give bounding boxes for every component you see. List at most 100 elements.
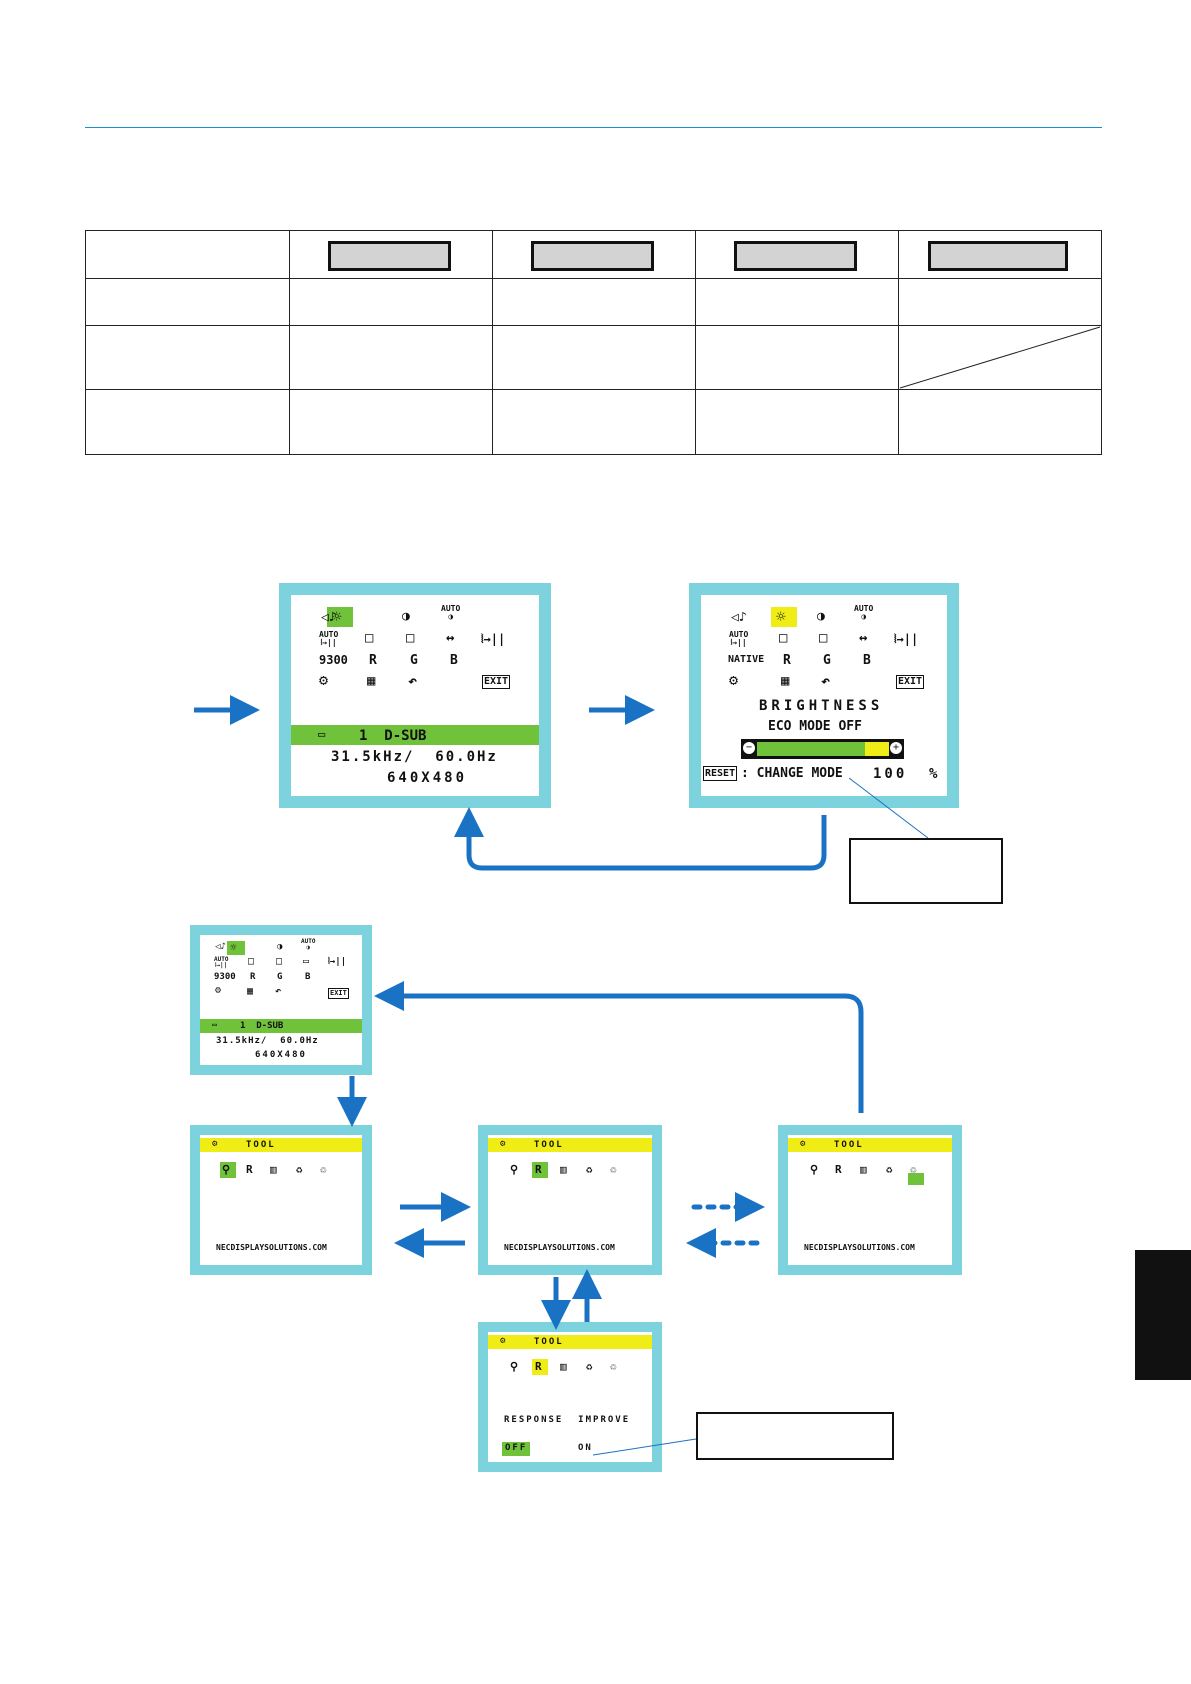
response-improve-icon: R — [535, 1360, 542, 1373]
callout-line-brightness — [848, 777, 929, 839]
tool-header-bar — [200, 1138, 362, 1152]
off-option[interactable]: OFF — [505, 1443, 528, 1453]
tool-icon: ⚙ — [729, 671, 739, 689]
color-temp-icon: 9300 — [214, 972, 236, 982]
dsub-connector-icon: ▭ — [212, 1020, 217, 1029]
tool-header: TOOL — [246, 1140, 276, 1150]
keycap-1 — [328, 241, 451, 271]
down-up-icon: □ — [276, 956, 283, 967]
left-right-icon: □ — [779, 630, 788, 646]
keycap-2 — [531, 241, 654, 271]
website-url: NECDISPLAYSOLUTIONS.COM — [504, 1243, 615, 1252]
osd-tool-screen-3: ⚙ TOOL ⚲ R ▥ ♻ ♲ NECDISPLAYSOLUTIONS.COM — [778, 1125, 962, 1275]
color-native-icon: NATIVE — [728, 654, 765, 665]
tool-header: TOOL — [834, 1140, 864, 1150]
header-rule — [85, 127, 1102, 128]
down-up-icon: □ — [406, 630, 415, 646]
expansion-icon: ⚲ — [510, 1163, 519, 1176]
red-icon: R — [369, 653, 377, 668]
plus-icon: + — [890, 742, 902, 754]
osd-brightness-screen: ◁♪ ☼ ◑ AUTO◑ AUTO⦚→|| □ □ ↔ ⦚→|| NATIVE … — [689, 583, 959, 808]
auto-contrast-icon: AUTO◑ — [854, 604, 874, 621]
tool-header: TOOL — [534, 1140, 564, 1150]
osd-main-screen: ◁♪ ☼ ◑ AUTO◑ AUTO⦚→|| □ □ ↔ ⦚→|| 9300 R … — [279, 583, 551, 808]
green-icon: G — [823, 653, 831, 668]
contrast-icon: ◑ — [817, 609, 825, 624]
input-bar — [200, 1019, 362, 1033]
change-mode-text: : CHANGE MODE — [741, 766, 843, 781]
response-improve-icon: R — [246, 1163, 253, 1176]
callout-box-response — [696, 1412, 894, 1460]
tool-header-bar — [788, 1138, 952, 1152]
eco-icon: ♻ — [586, 1360, 593, 1373]
controls-table — [85, 230, 1102, 455]
osd-icon: ▦ — [367, 673, 376, 689]
callout-line-response — [592, 1438, 697, 1456]
auto-adjust-icon: AUTO⦚→|| — [214, 956, 229, 969]
red-icon: R — [250, 972, 256, 982]
exit-icon: EXIT — [328, 988, 349, 999]
input-label: 1 D-SUB — [359, 728, 427, 744]
factory-preset-icon: ↶ — [821, 672, 831, 690]
tool-icon: ⚙ — [500, 1139, 506, 1149]
brightness-icon: ☼ — [230, 941, 237, 954]
osd-response-screen: ⚙ TOOL ⚲ R ▥ ♻ ♲ RESPONSE IMPROVE OFF ON — [478, 1322, 662, 1472]
selected-highlight — [220, 1162, 236, 1178]
website-url: NECDISPLAYSOLUTIONS.COM — [804, 1243, 915, 1252]
h-size-icon: ↔ — [446, 630, 455, 646]
off-highlight — [502, 1442, 530, 1456]
response-improve-label: RESPONSE IMPROVE — [504, 1415, 631, 1425]
tool-icon: ⚙ — [500, 1336, 506, 1346]
resolution-text: 640X480 — [255, 1050, 307, 1060]
frequency-text: 31.5kHz/ 60.0Hz — [216, 1036, 319, 1046]
frequency-text: 31.5kHz/ 60.0Hz — [331, 749, 498, 765]
carbon-icon: ♲ — [320, 1163, 327, 1176]
blue-icon: B — [863, 653, 871, 668]
tool-icon: ⚙ — [215, 985, 222, 996]
keycap-4 — [928, 241, 1068, 271]
carbon-icon: ♲ — [610, 1360, 617, 1373]
tool-icon: ⚙ — [319, 671, 329, 689]
brightness-value: 100 — [873, 766, 908, 782]
arrow-return-to-main — [374, 981, 864, 1113]
tool-icon: ⚙ — [800, 1139, 806, 1149]
auto-contrast-icon: AUTO◑ — [301, 938, 316, 951]
osd-tool-screen-2: ⚙ TOOL ⚲ R ▥ ♻ ♲ NECDISPLAYSOLUTIONS.COM — [478, 1125, 662, 1275]
signal-info-icon: ▥ — [270, 1163, 277, 1176]
blue-icon: B — [450, 653, 458, 668]
down-up-icon: □ — [819, 630, 828, 646]
response-improve-icon: R — [535, 1163, 542, 1176]
cell-diagonal — [899, 326, 1101, 389]
left-right-icon: □ — [365, 630, 374, 646]
expansion-icon: ⚲ — [810, 1163, 819, 1176]
brightness-icon: ☼ — [332, 607, 342, 626]
resolution-text: 640X480 — [387, 770, 468, 786]
tool-header-bar — [488, 1138, 652, 1152]
eco-mode-text: ECO MODE OFF — [768, 719, 862, 734]
brightness-highlight — [227, 941, 245, 955]
minus-icon: − — [743, 742, 755, 754]
carbon-icon: ♲ — [910, 1163, 917, 1176]
website-url: NECDISPLAYSOLUTIONS.COM — [216, 1243, 327, 1252]
on-option[interactable]: ON — [578, 1443, 593, 1453]
blue-icon: B — [305, 972, 311, 982]
osd-icon: ▦ — [781, 673, 790, 689]
auto-contrast-icon: AUTO◑ — [441, 604, 461, 621]
osd-icon: ▦ — [247, 986, 254, 997]
selected-highlight — [532, 1162, 548, 1178]
tool-header-bar — [488, 1335, 652, 1349]
brightness-highlight — [771, 607, 797, 627]
signal-info-icon: ▥ — [560, 1163, 567, 1176]
contrast-icon: ◑ — [277, 942, 283, 952]
carbon-icon: ♲ — [610, 1163, 617, 1176]
reset-key-label: RESET — [703, 766, 738, 781]
response-improve-icon: R — [835, 1163, 842, 1176]
exit-icon: EXIT — [482, 675, 511, 689]
brightness-slider[interactable]: − + — [741, 739, 904, 759]
dsub-connector-icon: ▭ — [318, 727, 326, 741]
keycap-3 — [734, 241, 857, 271]
tool-header: TOOL — [534, 1337, 564, 1347]
slider-track — [757, 742, 889, 756]
arrow-back-to-main — [454, 807, 827, 871]
